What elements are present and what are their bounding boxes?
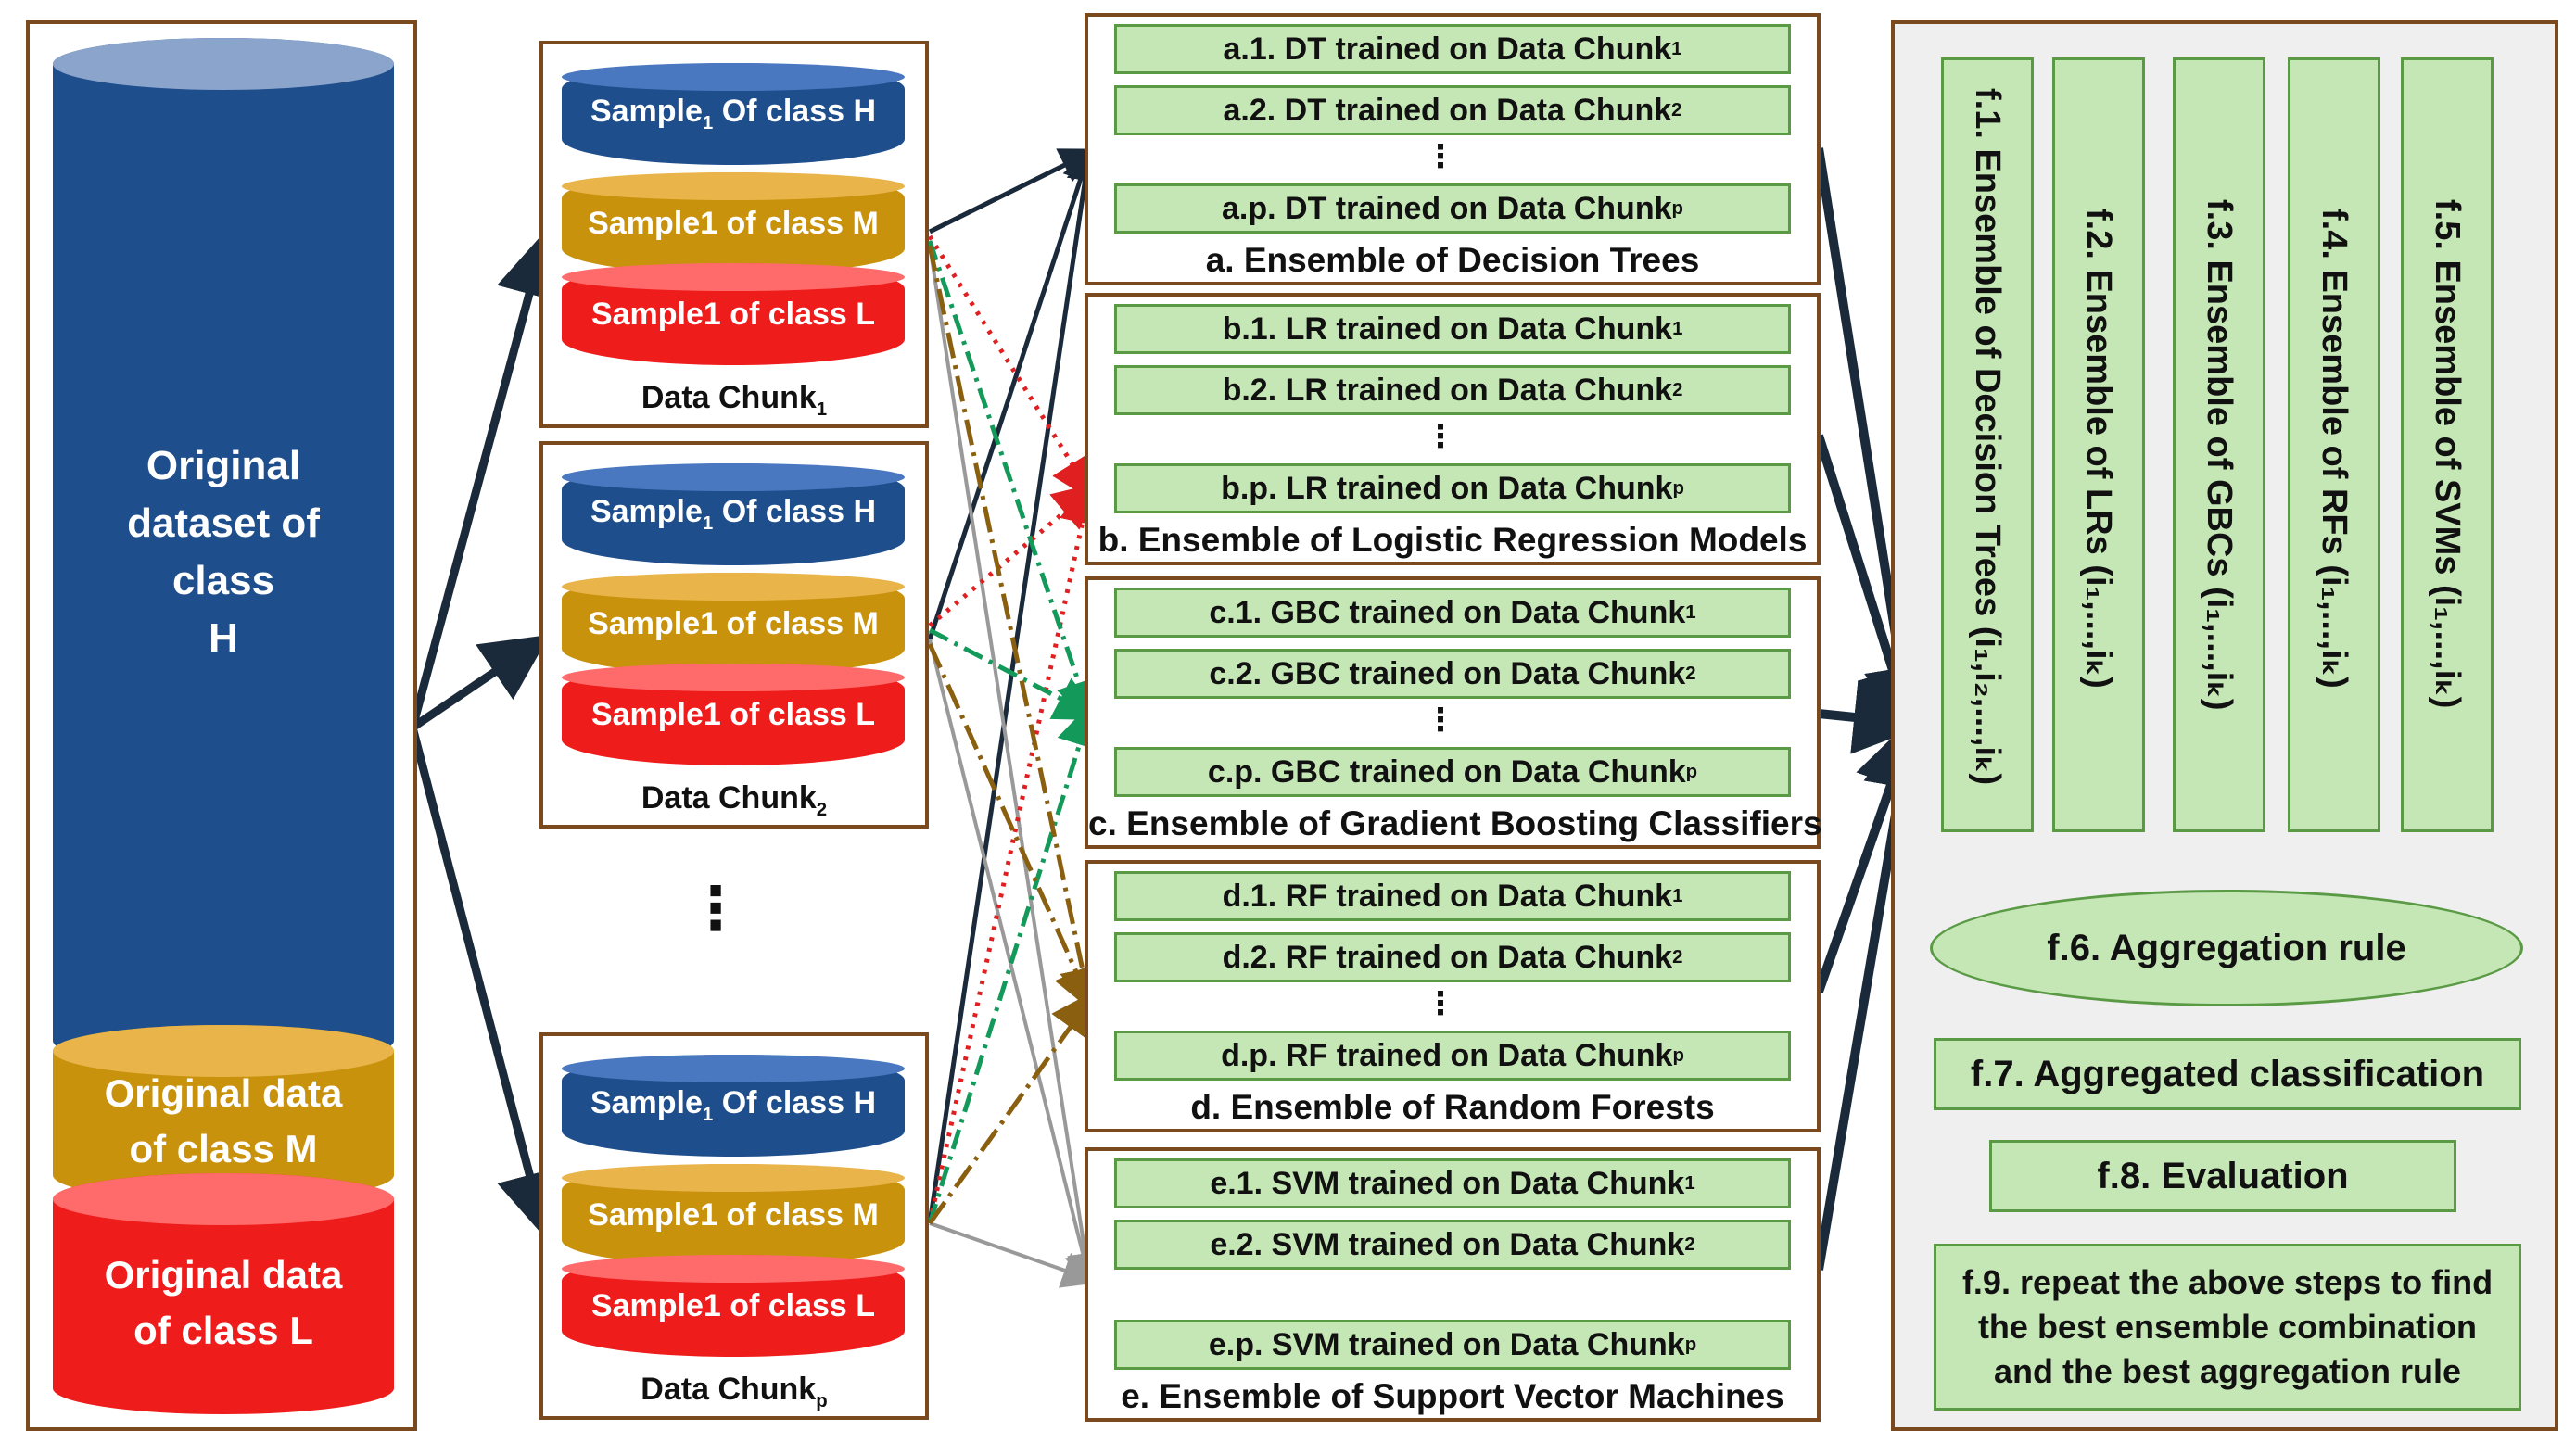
- ensemble-a-caption: a. Ensemble of Decision Trees: [1205, 241, 1700, 279]
- chunk-1-caption: Data Chunk1: [641, 380, 828, 420]
- chunk-p-class-m: Sample1 of class M: [562, 1164, 905, 1266]
- final-stage-panel: f.1. Ensemble of Decision Trees (i₁,i₂,.…: [1891, 20, 2558, 1431]
- ensemble-e-caption: e. Ensemble of Support Vector Machines: [1121, 1377, 1784, 1415]
- f1-box: f.1. Ensemble of Decision Trees (i₁,i₂,.…: [1941, 57, 2034, 832]
- chunks-ellipsis: ⋮: [686, 875, 745, 942]
- f3-box: f.3. Ensemble of GBCs (i₁,...,iₖ): [2173, 57, 2265, 832]
- chunk-to-lr-red: [927, 234, 1105, 1224]
- chunk-p-class-l: Sample1 of class L: [562, 1255, 905, 1357]
- chunk-p-class-h: Sample1 Of class H: [562, 1055, 905, 1157]
- chunk-2-class-m: Sample1 of class M: [562, 573, 905, 675]
- chunk-p-caption: Data Chunkp: [641, 1372, 828, 1411]
- dataset-to-chunk-arrows: [408, 229, 563, 1240]
- data-chunk-2: Sample1 Of class H Sample1 of class M Sa…: [539, 441, 929, 829]
- chunk-to-svm-gray: [928, 245, 1104, 1290]
- chunk-2-class-l: Sample1 of class L: [562, 664, 905, 765]
- d-ellipsis: ⋮: [1425, 986, 1456, 1021]
- chunk-to-rf-brown: [927, 245, 1106, 1225]
- f5-box: f.5. Ensemble of SVMs (i₁,...,iₖ): [2401, 57, 2494, 832]
- data-chunk-1: Sample1 Of class H Sample1 of class M Sa…: [539, 41, 929, 428]
- f4-box: f.4. Ensemble of RFs (i₁,...,iₖ): [2288, 57, 2380, 832]
- c-ellipsis: ⋮: [1425, 702, 1456, 738]
- chunk-1-class-m: Sample1 of class M: [562, 172, 905, 274]
- data-chunk-p: Sample1 Of class H Sample1 of class M Sa…: [539, 1032, 929, 1420]
- a-ellipsis: ⋮: [1425, 139, 1456, 174]
- b-ellipsis: ⋮: [1425, 419, 1456, 454]
- ensemble-c-caption: c. Ensemble of Gradient Boosting Classif…: [1088, 804, 1822, 842]
- f7-box: f.7. Aggregated classification: [1934, 1038, 2521, 1110]
- chunk-1-class-h: Sample1 Of class H: [562, 63, 905, 165]
- chunk-2-class-h: Sample1 Of class H: [562, 463, 905, 565]
- chunk-1-class-l: Sample1 of class L: [562, 263, 905, 365]
- chunk-to-gbc-green: [927, 240, 1102, 1224]
- f8-box: f.8. Evaluation: [1989, 1140, 2456, 1212]
- ensemble-d-caption: d. Ensemble of Random Forests: [1190, 1088, 1715, 1126]
- chunk-2-caption: Data Chunk2: [641, 780, 828, 820]
- f2-box: f.2. Ensemble of LRs (i₁,...,iₖ): [2052, 57, 2145, 832]
- ensemble-b-caption: b. Ensemble of Logistic Regression Model…: [1098, 521, 1808, 559]
- chunk-to-ensemble-solid: [927, 144, 1104, 1224]
- f6-aggregation-ellipse: f.6. Aggregation rule: [1930, 890, 2523, 1006]
